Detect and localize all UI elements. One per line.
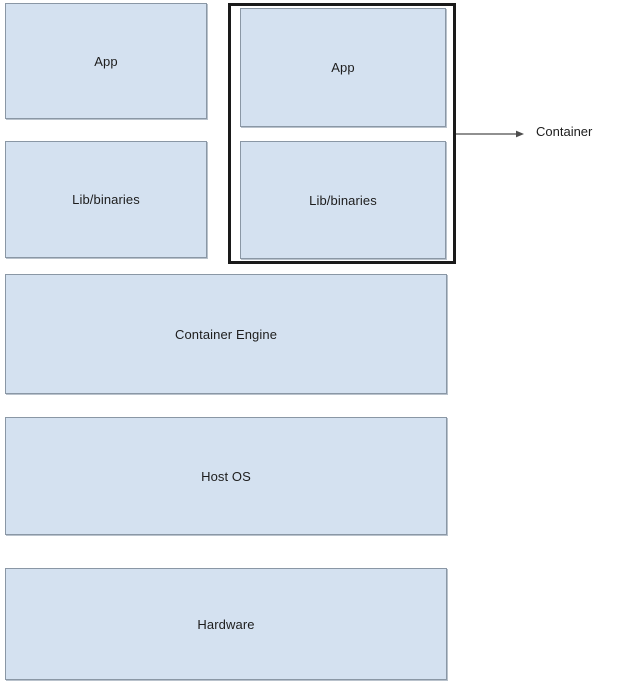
box-app-left: App [5,3,207,119]
box-container-engine: Container Engine [5,274,447,394]
container-caption-label: Container [536,124,593,139]
container-callout-arrow-icon [456,130,524,138]
box-label: Hardware [197,616,255,632]
box-lib-binaries-left: Lib/binaries [5,141,207,258]
box-label: Lib/binaries [309,192,377,208]
box-app-container: App [240,8,446,127]
box-label: Lib/binaries [72,192,140,207]
box-label: App [94,53,118,69]
box-host-os: Host OS [5,417,447,535]
box-hardware: Hardware [5,568,447,680]
box-label: App [331,60,355,75]
box-label: Host OS [201,468,251,484]
box-label: Container Engine [174,326,278,342]
box-lib-binaries-container: Lib/binaries [240,141,446,259]
